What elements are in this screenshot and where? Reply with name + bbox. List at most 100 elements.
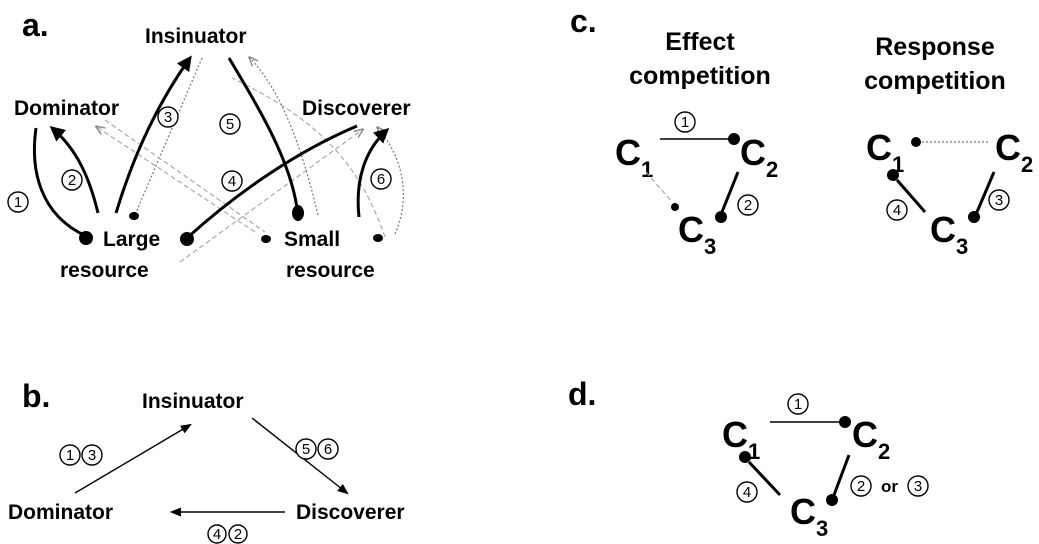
panel-a-link-large-discoverer — [179, 130, 362, 263]
panel-b-num-4: 4 — [207, 524, 227, 544]
panel-a-insinuator-label: Insinuator — [145, 25, 247, 48]
panel-c-effect-title: Effect — [665, 28, 735, 56]
panel-c-response-num-3: 3 — [988, 189, 1010, 211]
panel-c-effect-c3: C3 — [678, 209, 716, 259]
panel-c-effect-num-1: 1 — [674, 111, 696, 133]
panel-d-num-1: 1 — [787, 393, 809, 415]
panel-c-effect-dot-c — [671, 203, 679, 211]
panel-d-num-4: 4 — [736, 481, 758, 503]
panel-c-effect-title-2: competition — [629, 62, 771, 90]
panel-c-response-title-2: competition — [864, 67, 1006, 95]
svg-text:3: 3 — [914, 478, 922, 495]
panel-a-num-3: 3 — [157, 106, 179, 128]
panel-c: c. Effect competition Response competiti… — [570, 3, 1033, 259]
panel-c-response-dot-4 — [887, 169, 899, 181]
panel-a-dot-small-2 — [129, 212, 139, 220]
panel-a-num-2: 2 — [61, 169, 83, 191]
panel-a-link-small-insinuator — [250, 58, 319, 216]
panel-a-arrow-5 — [227, 57, 299, 209]
svg-text:4: 4 — [743, 484, 751, 501]
panel-c-letter: c. — [570, 3, 597, 39]
panel-a-dot-small-1 — [292, 205, 304, 221]
panel-d-c3: C3 — [790, 491, 828, 541]
panel-c-effect-edge-13 — [645, 171, 673, 203]
svg-text:6: 6 — [324, 441, 332, 458]
panel-b-num-5: 5 — [295, 438, 317, 460]
svg-text:2: 2 — [68, 172, 76, 189]
svg-text:1: 1 — [14, 194, 22, 211]
svg-text:5: 5 — [226, 116, 234, 133]
panel-a-arrow-6 — [356, 127, 390, 218]
panel-d-num-2: 2 — [850, 475, 872, 497]
panel-d-edge-13 — [747, 460, 782, 497]
panel-d-letter: d. — [568, 376, 596, 412]
panel-b-num-1: 1 — [59, 444, 81, 466]
panel-a: a. Insinuator Dominator Discoverer Large… — [7, 7, 411, 282]
panel-b-insinuator-label: Insinuator — [142, 390, 244, 413]
panel-c-response-dot-3 — [968, 211, 980, 223]
panel-b-arrow-dominator-insinuator — [74, 423, 192, 494]
svg-text:2: 2 — [744, 197, 752, 214]
panel-a-large-label: Large — [103, 228, 160, 251]
svg-text:3: 3 — [164, 109, 172, 126]
panel-c-response-c1: C1 — [866, 127, 904, 177]
panel-a-arrow-2 — [49, 126, 100, 214]
panel-a-small-label: Small — [284, 228, 340, 251]
panel-a-dot-large-2 — [180, 232, 194, 246]
panel-d-dot-3 — [826, 494, 838, 506]
panel-b-dominator-label: Dominator — [8, 501, 113, 524]
svg-text:4: 4 — [893, 202, 901, 219]
panel-a-num-5: 5 — [219, 113, 241, 135]
panel-c-effect-num-2: 2 — [737, 194, 759, 216]
svg-text:6: 6 — [377, 171, 385, 188]
panel-a-arrow-large-discoverer — [185, 124, 358, 240]
panel-c-response-c2: C2 — [995, 127, 1033, 177]
panel-a-letter: a. — [22, 7, 49, 43]
panel-c-response-edge-13 — [895, 179, 927, 213]
panel-a-link-insinuator-large — [134, 57, 203, 216]
panel-d-dot-1 — [739, 451, 751, 463]
svg-text:1: 1 — [794, 396, 802, 413]
panel-d-or-text: or — [881, 477, 898, 496]
panel-b-num-6: 6 — [317, 438, 339, 460]
panel-a-small-label-2: resource — [286, 259, 375, 282]
panel-c-effect-c2: C2 — [740, 132, 778, 182]
panel-d-c2: C2 — [852, 414, 890, 464]
svg-text:2: 2 — [234, 526, 242, 543]
panel-a-num-6: 6 — [370, 168, 392, 190]
panel-a-num-1: 1 — [7, 191, 29, 213]
panel-d-c1: C1 — [722, 414, 760, 464]
panel-a-dot-large-1 — [79, 231, 93, 245]
svg-text:3: 3 — [995, 192, 1003, 209]
svg-text:4: 4 — [228, 173, 236, 190]
panel-b: b. Insinuator Dominator Discoverer 1 3 5… — [8, 378, 405, 544]
panel-a-link-dominator-small — [104, 119, 266, 233]
panel-a-arrow-1 — [32, 127, 87, 238]
panel-b-num-2: 2 — [228, 524, 248, 544]
panel-b-letter: b. — [22, 378, 50, 414]
panel-c-effect-dot-3 — [715, 211, 727, 223]
panel-c-response-c3: C3 — [930, 209, 968, 259]
panel-d-dot-2 — [839, 416, 851, 428]
panel-d-edge-23 — [832, 454, 851, 496]
panel-d: d. C1 C2 C3 1 4 2 or 3 — [568, 376, 929, 541]
panel-a-dominator-label: Dominator — [14, 97, 119, 120]
panel-a-arrow-3 — [114, 55, 192, 214]
panel-b-discoverer-label: Discoverer — [296, 501, 405, 524]
panel-c-effect-edge-23 — [720, 171, 740, 213]
panel-c-response-num-4: 4 — [886, 199, 908, 221]
panel-c-response-dot-1 — [911, 137, 921, 147]
svg-text:4: 4 — [213, 526, 221, 543]
panel-a-discoverer-label: Discoverer — [302, 97, 411, 120]
panel-c-response-edge-23 — [975, 171, 996, 213]
panel-a-large-label-2: resource — [60, 259, 149, 282]
panel-b-num-3: 3 — [81, 444, 103, 466]
panel-c-effect-c1: C1 — [615, 132, 653, 182]
svg-text:1: 1 — [66, 447, 74, 464]
panel-d-num-3: 3 — [907, 475, 929, 497]
svg-text:3: 3 — [88, 447, 96, 464]
svg-text:2: 2 — [857, 478, 865, 495]
panel-a-link-small-insinuator-dash — [231, 77, 386, 238]
panel-a-dot-small-3 — [261, 235, 271, 243]
